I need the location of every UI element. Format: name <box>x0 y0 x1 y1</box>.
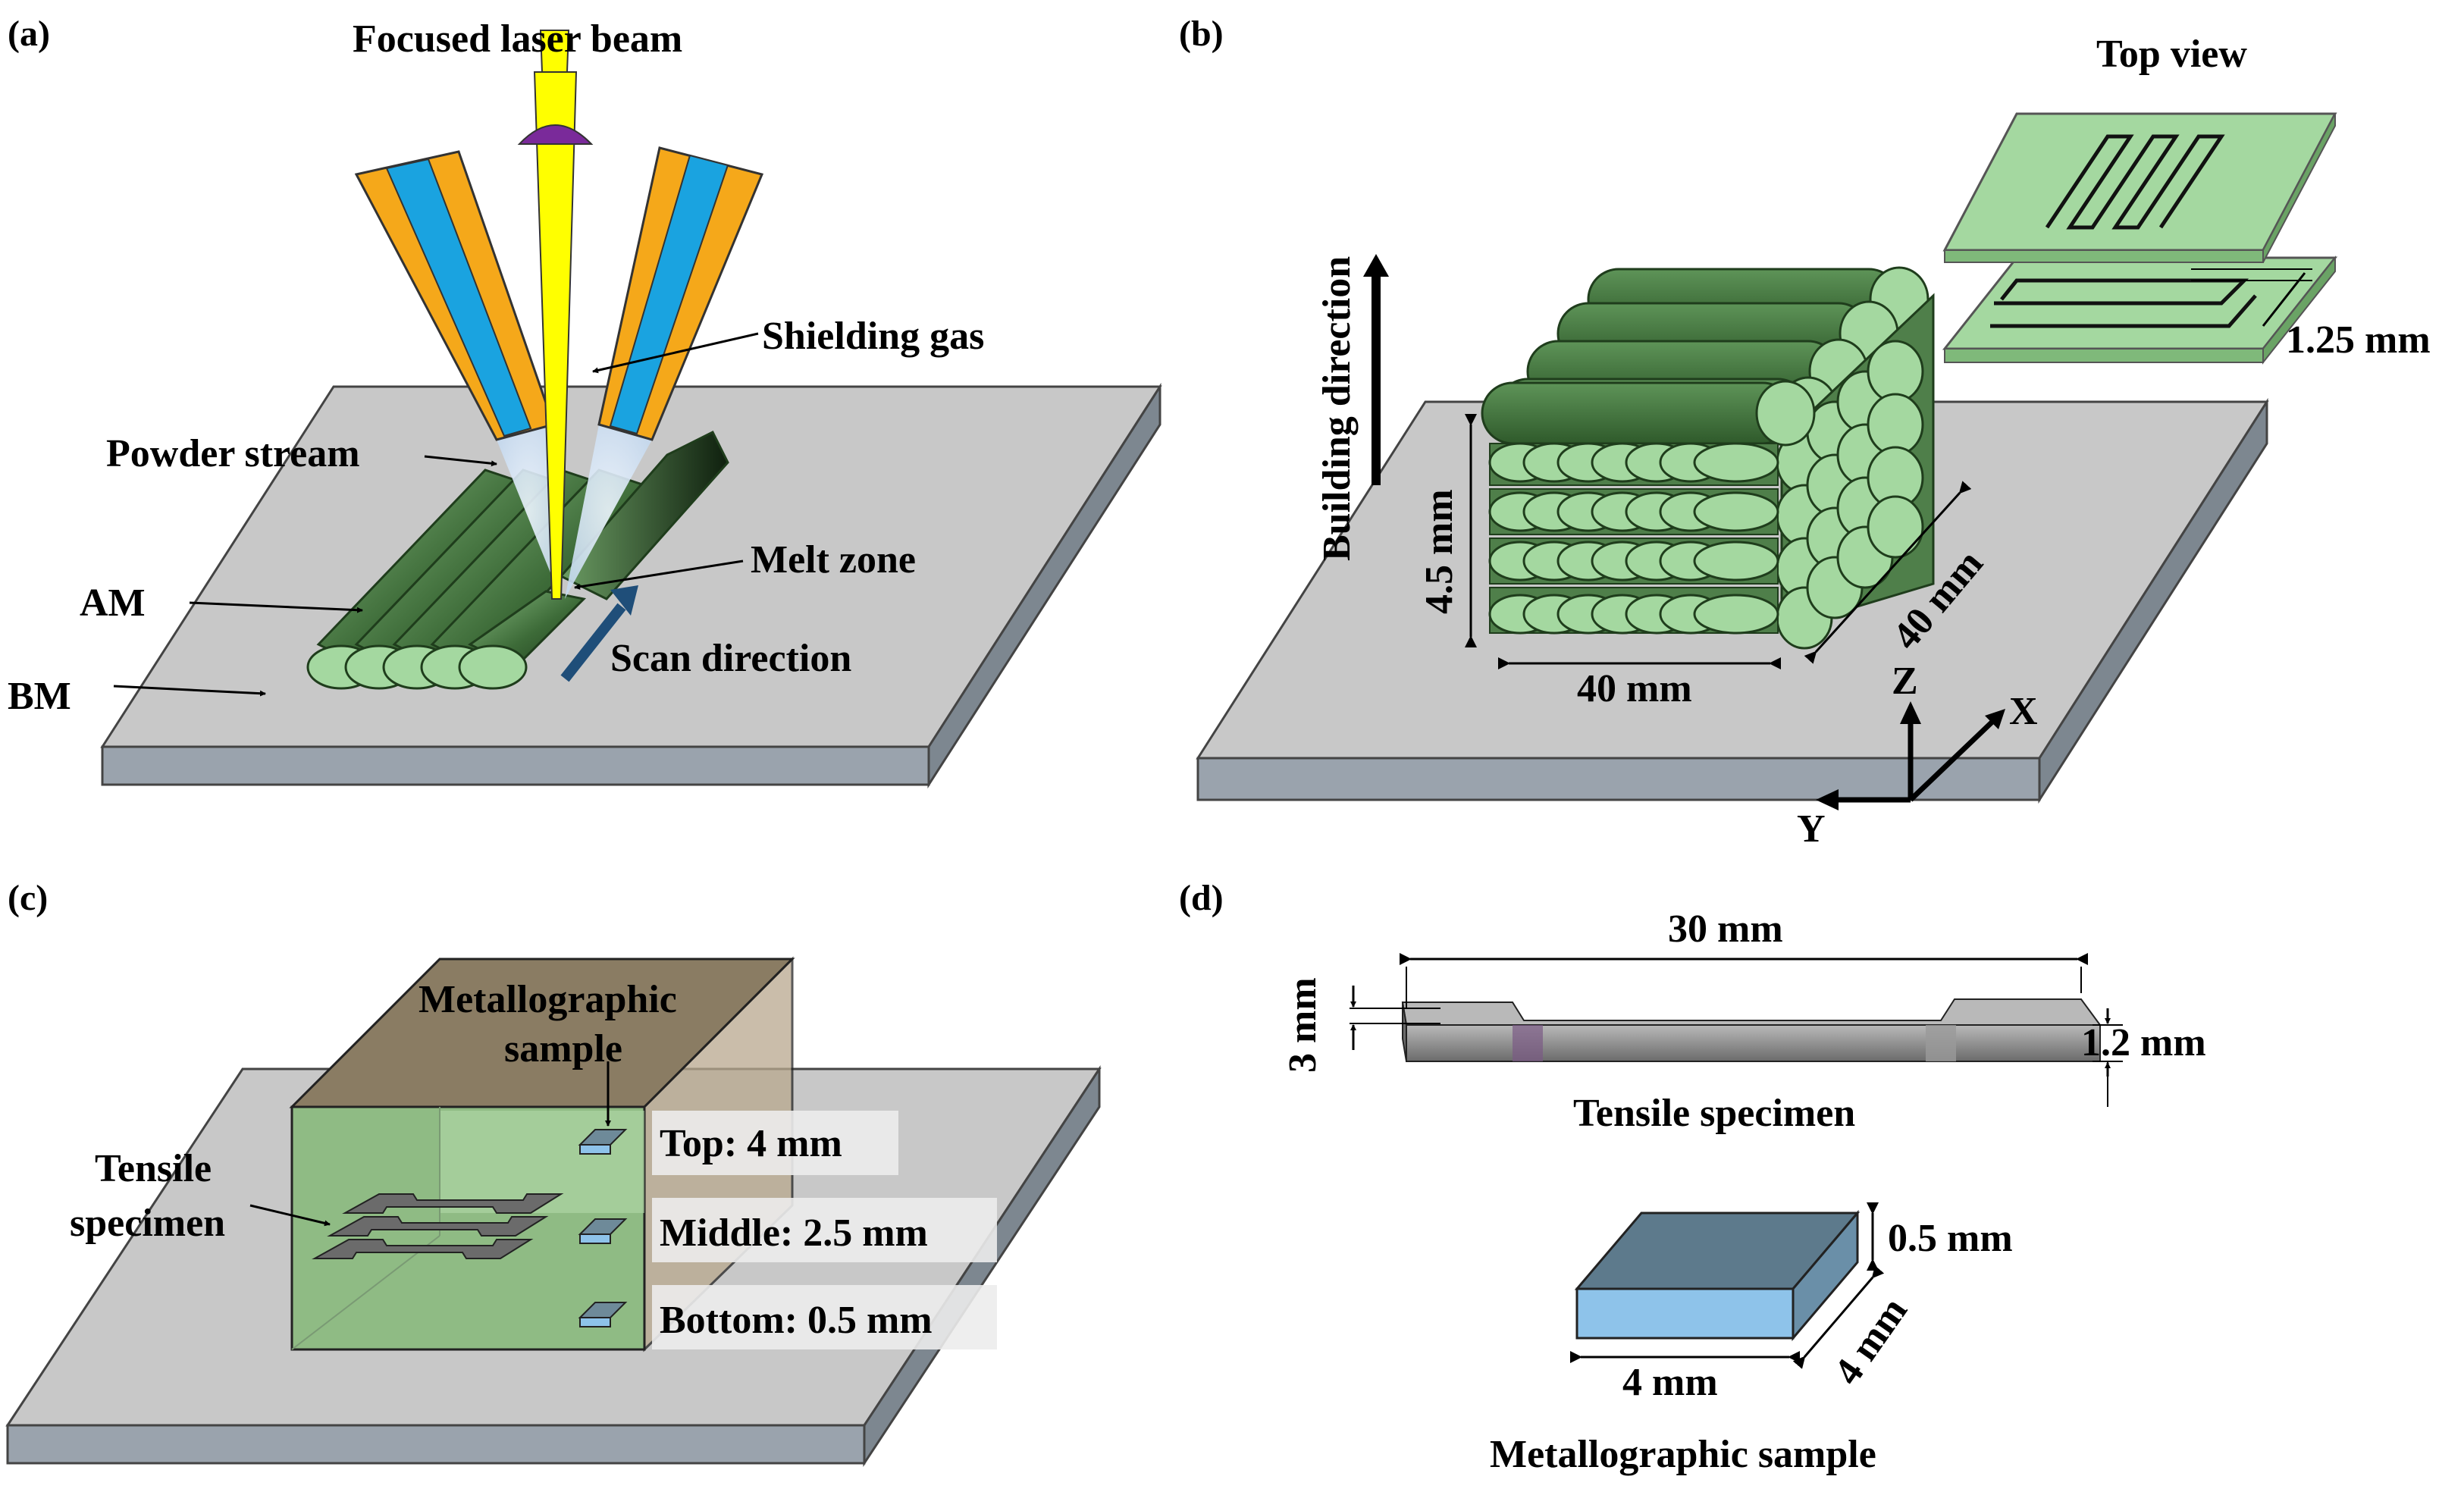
panel-a-label: (a) <box>8 14 50 54</box>
label-bm: BM <box>8 675 71 718</box>
label-top-sample: Top: 4 mm <box>660 1122 842 1165</box>
front-face-layers <box>1488 442 1779 635</box>
label-bottom-sample: Bottom: 0.5 mm <box>660 1299 933 1342</box>
label-tensile-specimen-d: Tensile specimen <box>1573 1092 1855 1135</box>
label-axis-x: X <box>2009 690 2038 733</box>
label-specimen-width: 3 mm <box>1281 977 1324 1073</box>
label-sample-width: 4 mm <box>1622 1361 1718 1404</box>
scan-direction-arrow <box>560 603 626 682</box>
tensile-specimens-c <box>312 1193 564 1259</box>
label-sample-depth: 4 mm <box>1826 1290 1916 1393</box>
label-metallographic-sample-line2: sample <box>504 1027 622 1070</box>
panel-b-label: (b) <box>1179 14 1224 54</box>
label-middle-sample: Middle: 2.5 mm <box>660 1211 928 1255</box>
label-width: 40 mm <box>1577 667 1692 710</box>
laser-beam <box>517 30 594 600</box>
label-scan-direction: Scan direction <box>610 637 851 680</box>
label-metallographic-sample-d: Metallographic sample <box>1490 1433 1876 1476</box>
panel-c: (c) <box>5 878 1102 1467</box>
label-am: AM <box>80 581 146 625</box>
lens-icon <box>517 124 594 145</box>
label-melt-zone: Melt zone <box>751 538 916 581</box>
label-shielding-gas: Shielding gas <box>762 315 984 358</box>
panel-d-label: (d) <box>1179 878 1224 918</box>
panel-d: (d) 30 mm 3 mm 1.2 mm Tensile specimen <box>1179 878 2206 1476</box>
tensile-specimen-d <box>1401 998 2102 1062</box>
label-building-direction: Building direction <box>1315 256 1359 561</box>
metallographic-sample-d <box>1574 1209 1861 1342</box>
label-axis-z: Z <box>1892 660 1918 703</box>
label-focused-laser-beam: Focused laser beam <box>353 17 682 61</box>
label-thickness: 1.2 mm <box>2081 1021 2206 1064</box>
panel-a: (a) <box>8 14 1162 789</box>
right-nozzle <box>597 146 764 441</box>
powder-stream-a <box>497 425 652 599</box>
coordinate-axes <box>1816 701 2005 810</box>
label-top-view: Top view <box>2096 33 2247 76</box>
panel-c-label: (c) <box>8 878 48 918</box>
panel-b: (b) <box>1179 14 2431 851</box>
label-tensile-specimen-line2: specimen <box>70 1202 225 1245</box>
top-view-plates <box>1942 112 2338 365</box>
metallographic-samples-c <box>578 1129 628 1327</box>
label-powder-stream: Powder stream <box>106 432 360 475</box>
label-sample-thickness: 0.5 mm <box>1888 1217 2013 1260</box>
label-axis-y: Y <box>1797 807 1826 851</box>
label-metallographic-sample-line1: Metallographic <box>419 978 677 1021</box>
label-hatch-spacing: 1.25 mm <box>2286 318 2431 362</box>
deposit-block <box>1481 266 1935 650</box>
label-length: 30 mm <box>1668 907 1783 951</box>
label-height: 4.5 mm <box>1418 489 1461 614</box>
label-tensile-specimen-line1: Tensile <box>95 1147 212 1190</box>
